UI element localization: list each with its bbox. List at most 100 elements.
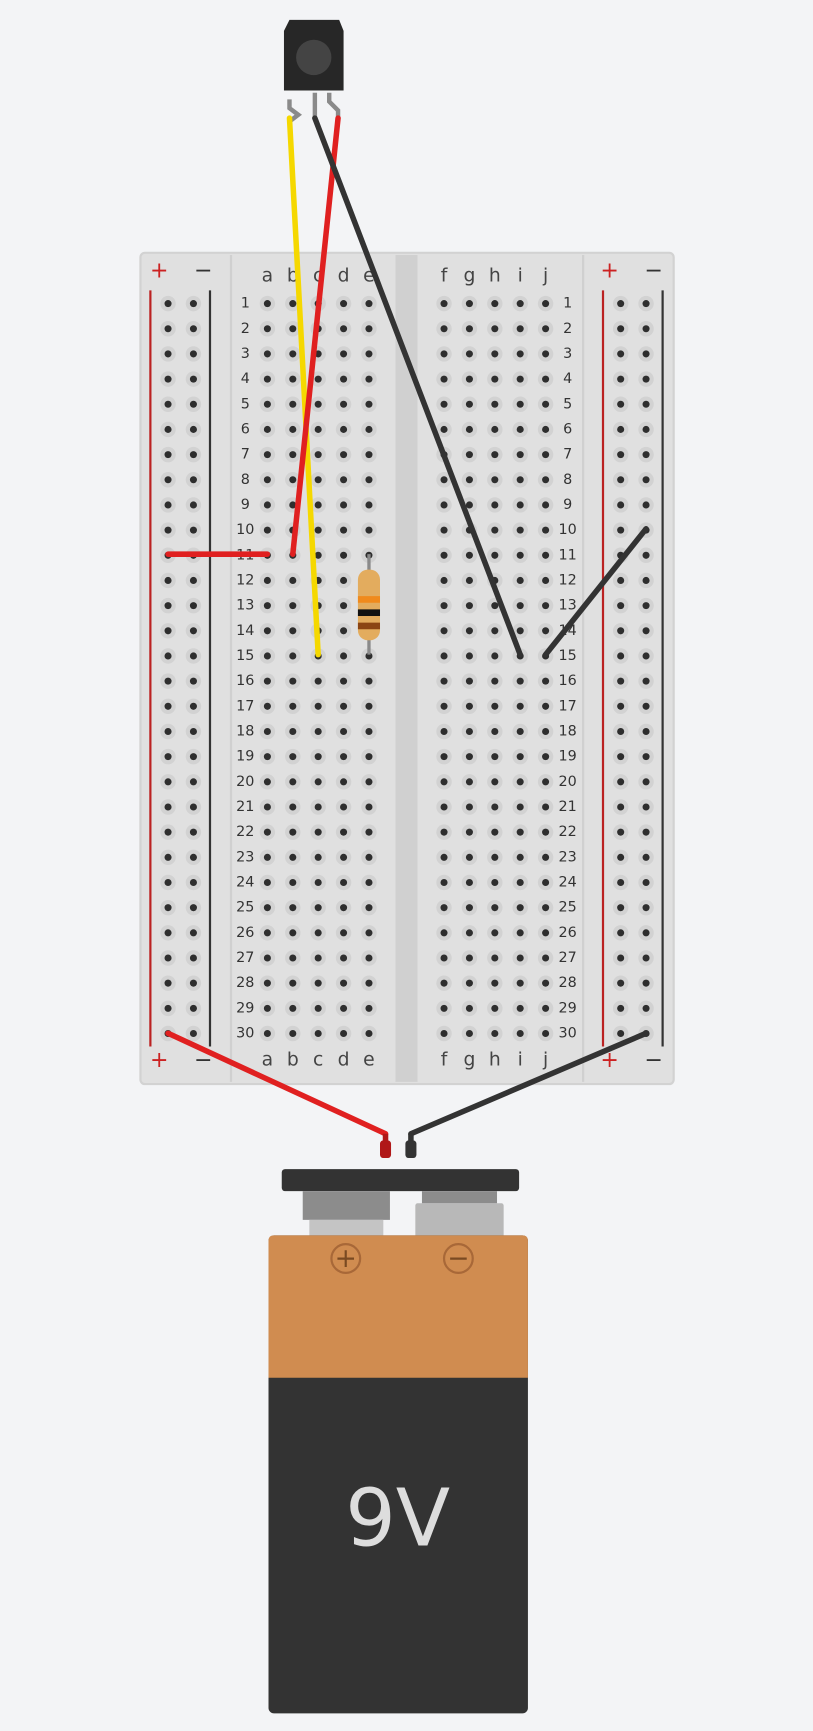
breadboard-hole[interactable]: [537, 723, 554, 740]
breadboard-hole[interactable]: [612, 648, 629, 664]
breadboard-hole[interactable]: [612, 849, 629, 866]
breadboard-hole[interactable]: [160, 371, 176, 387]
breadboard-hole[interactable]: [461, 799, 478, 815]
breadboard-hole[interactable]: [612, 925, 629, 941]
breadboard-hole[interactable]: [638, 497, 654, 513]
breadboard-hole[interactable]: [612, 723, 629, 740]
breadboard-hole[interactable]: [361, 497, 377, 513]
breadboard-hole[interactable]: [361, 899, 377, 916]
breadboard-hole[interactable]: [638, 799, 654, 815]
breadboard-hole[interactable]: [259, 975, 276, 991]
breadboard-hole[interactable]: [612, 824, 629, 840]
breadboard-hole[interactable]: [285, 925, 301, 941]
breadboard-hole[interactable]: [487, 472, 503, 488]
breadboard-hole[interactable]: [436, 396, 452, 412]
breadboard-hole[interactable]: [361, 371, 377, 387]
breadboard-hole[interactable]: [638, 723, 654, 740]
breadboard-hole[interactable]: [259, 748, 276, 765]
breadboard-hole[interactable]: [185, 874, 202, 891]
breadboard-hole[interactable]: [160, 321, 176, 337]
breadboard-hole[interactable]: [461, 899, 478, 916]
breadboard-hole[interactable]: [638, 950, 654, 966]
battery-9v[interactable]: + − 9V: [268, 1133, 528, 1714]
breadboard-hole[interactable]: [335, 925, 352, 941]
breadboard-hole[interactable]: [185, 371, 202, 387]
breadboard-hole[interactable]: [461, 824, 478, 840]
breadboard-hole[interactable]: [185, 1000, 202, 1017]
breadboard-hole[interactable]: [461, 597, 478, 614]
breadboard-hole[interactable]: [335, 748, 352, 765]
breadboard-hole[interactable]: [185, 295, 202, 312]
breadboard-hole[interactable]: [185, 748, 202, 765]
breadboard-hole[interactable]: [537, 295, 554, 312]
breadboard-hole[interactable]: [335, 723, 352, 740]
breadboard-hole[interactable]: [461, 874, 478, 891]
breadboard-hole[interactable]: [461, 648, 478, 664]
breadboard-hole[interactable]: [335, 698, 352, 715]
breadboard-hole[interactable]: [285, 975, 301, 991]
breadboard-hole[interactable]: [638, 849, 654, 866]
breadboard-hole[interactable]: [612, 799, 629, 815]
breadboard-hole[interactable]: [160, 673, 176, 689]
breadboard-hole[interactable]: [310, 472, 326, 488]
breadboard-hole[interactable]: [335, 446, 352, 463]
yellow-wire-signal[interactable]: [286, 115, 321, 658]
breadboard-hole[interactable]: [487, 723, 503, 740]
breadboard-hole[interactable]: [259, 321, 276, 337]
breadboard-hole[interactable]: [638, 396, 654, 412]
breadboard-hole[interactable]: [512, 396, 528, 412]
breadboard-hole[interactable]: [285, 346, 301, 362]
breadboard-hole[interactable]: [537, 522, 554, 538]
breadboard-hole[interactable]: [361, 723, 377, 740]
breadboard-hole[interactable]: [461, 975, 478, 991]
breadboard-hole[interactable]: [461, 623, 478, 639]
breadboard-hole[interactable]: [259, 950, 276, 966]
breadboard-hole[interactable]: [512, 446, 528, 463]
breadboard-hole[interactable]: [335, 623, 352, 639]
breadboard-hole[interactable]: [612, 472, 629, 488]
breadboard-hole[interactable]: [335, 346, 352, 362]
breadboard-hole[interactable]: [436, 799, 452, 815]
breadboard-hole[interactable]: [285, 648, 301, 664]
breadboard-hole[interactable]: [185, 472, 202, 488]
breadboard-hole[interactable]: [436, 321, 452, 337]
breadboard-hole[interactable]: [612, 774, 629, 790]
breadboard-hole[interactable]: [638, 899, 654, 916]
breadboard-hole[interactable]: [638, 648, 654, 664]
breadboard-hole[interactable]: [361, 673, 377, 689]
breadboard-hole[interactable]: [436, 497, 452, 513]
breadboard-hole[interactable]: [185, 698, 202, 715]
breadboard-hole[interactable]: [160, 899, 176, 916]
breadboard-hole[interactable]: [461, 673, 478, 689]
breadboard-hole[interactable]: [335, 547, 352, 564]
breadboard-hole[interactable]: [335, 975, 352, 991]
breadboard-hole[interactable]: [487, 799, 503, 815]
breadboard-hole[interactable]: [612, 295, 629, 312]
breadboard-hole[interactable]: [512, 597, 528, 614]
breadboard-hole[interactable]: [537, 849, 554, 866]
breadboard-hole[interactable]: [537, 698, 554, 715]
breadboard-hole[interactable]: [160, 925, 176, 941]
breadboard-hole[interactable]: [512, 371, 528, 387]
breadboard-hole[interactable]: [185, 623, 202, 639]
breadboard-hole[interactable]: [537, 774, 554, 790]
breadboard-hole[interactable]: [259, 597, 276, 614]
breadboard-hole[interactable]: [612, 698, 629, 715]
breadboard-hole[interactable]: [259, 371, 276, 387]
breadboard-hole[interactable]: [436, 1000, 452, 1017]
breadboard-hole[interactable]: [185, 396, 202, 412]
breadboard-hole[interactable]: [461, 698, 478, 715]
breadboard-hole[interactable]: [160, 748, 176, 765]
breadboard-hole[interactable]: [285, 396, 301, 412]
breadboard-hole[interactable]: [285, 371, 301, 387]
breadboard-hole[interactable]: [487, 295, 503, 312]
breadboard-hole[interactable]: [335, 824, 352, 840]
breadboard-hole[interactable]: [185, 572, 202, 589]
breadboard-hole[interactable]: [638, 925, 654, 941]
breadboard-hole[interactable]: [335, 396, 352, 412]
breadboard-hole[interactable]: [512, 497, 528, 513]
breadboard-hole[interactable]: [612, 421, 629, 438]
breadboard-hole[interactable]: [638, 371, 654, 387]
breadboard-hole[interactable]: [638, 874, 654, 891]
breadboard-hole[interactable]: [310, 371, 326, 387]
